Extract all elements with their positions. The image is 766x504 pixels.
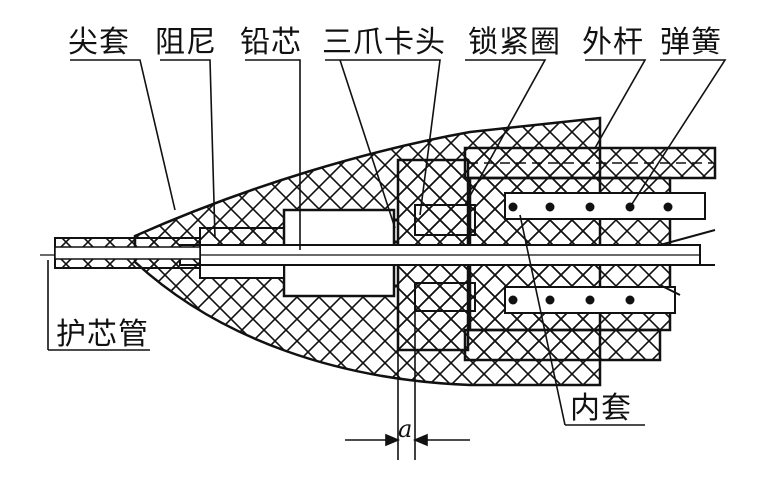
label-dimension-a: a xyxy=(398,415,414,443)
outer-rod-bottom xyxy=(463,328,662,362)
core-protection-tube-bore xyxy=(54,246,201,260)
label-tip-sleeve: 尖套 xyxy=(68,25,130,60)
spring-cavity-top xyxy=(504,192,706,220)
spring-coils xyxy=(508,202,673,305)
right-taper xyxy=(659,229,716,296)
locking-ring xyxy=(414,204,476,236)
label-damper: 阻尼 xyxy=(155,25,217,60)
dimension-a xyxy=(345,300,470,460)
leader-lines xyxy=(47,59,727,426)
label-inner-sleeve: 内套 xyxy=(570,391,632,426)
label-locking-ring: 锁紧圈 xyxy=(468,25,561,60)
label-lead-core: 铅芯 xyxy=(240,25,302,60)
label-core-protection-tube: 护芯管 xyxy=(56,317,149,352)
label-spring: 弹簧 xyxy=(660,25,722,60)
label-outer-rod: 外杆 xyxy=(582,25,644,60)
label-three-jaw-chuck: 三爪卡头 xyxy=(322,25,446,60)
locking-ring-lower xyxy=(414,282,476,312)
